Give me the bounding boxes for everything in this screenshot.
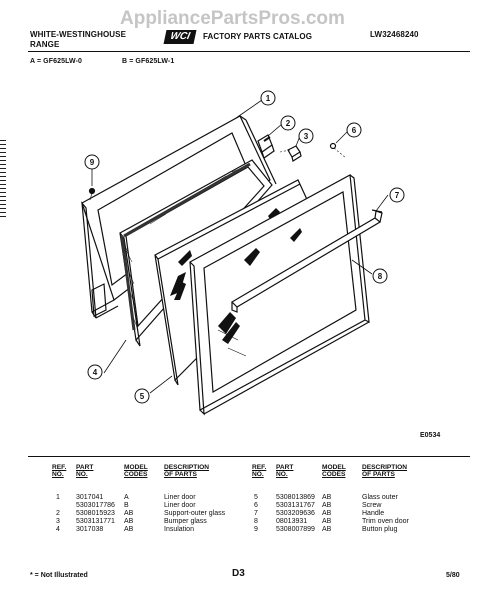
header-codes-left: MODEL CODES: [124, 464, 148, 479]
product-type: RANGE: [30, 40, 60, 49]
svg-text:8: 8: [378, 272, 383, 281]
leader-lines: [91, 99, 389, 394]
svg-text:7: 7: [395, 191, 400, 200]
model-b-label: B = GF625LW-1: [122, 58, 175, 65]
callout-4: 4: [87, 364, 103, 380]
callout-1: 1: [260, 90, 276, 106]
header-desc-left: DESCRIPTION OF PARTS: [164, 464, 210, 479]
header-part-right: PART NO.: [276, 464, 294, 479]
document-number: LW32468240: [370, 30, 419, 39]
watermark-text: AppliancePartsPros.com: [120, 8, 345, 29]
callout-7: 7: [389, 187, 405, 203]
callout-6: 6: [346, 122, 362, 138]
brand-name: WHITE-WESTINGHOUSE: [30, 30, 127, 39]
model-a-label: A = GF625LW-0: [30, 58, 83, 65]
revision-date: 5/80: [446, 572, 460, 579]
svg-text:2: 2: [286, 119, 291, 128]
footnote: * = Not Illustrated: [30, 572, 88, 579]
header-codes-right: MODEL CODES: [322, 464, 346, 479]
trim-door-part: [189, 174, 370, 416]
svg-text:3: 3: [304, 132, 309, 141]
header-ref-left: REF. NO.: [52, 464, 67, 479]
scan-edge-marks: [0, 140, 6, 220]
page-number: D3: [232, 568, 245, 579]
table-top-rule: [28, 456, 470, 457]
header-rule: [28, 51, 470, 52]
header-ref-right: REF. NO.: [252, 464, 267, 479]
handle-part: [231, 209, 383, 313]
screw-part: [329, 142, 347, 159]
diagram-code: E0534: [420, 432, 441, 439]
exploded-door-diagram: 1 2 3 4 5 6 7 8 9: [81, 90, 405, 416]
support-outer-glass-part: [257, 134, 275, 159]
svg-text:9: 9: [90, 158, 95, 167]
svg-text:4: 4: [93, 368, 98, 377]
callout-5: 5: [134, 388, 150, 404]
button-plug-part: [88, 187, 96, 201]
callout-8: 8: [372, 268, 388, 284]
callout-2: 2: [280, 115, 296, 131]
svg-text:6: 6: [352, 126, 357, 135]
svg-text:1: 1: [266, 94, 271, 103]
bumper-glass-part: [279, 145, 302, 162]
catalog-title: FACTORY PARTS CATALOG: [203, 32, 313, 41]
header-part-left: PART NO.: [76, 464, 94, 479]
svg-text:5: 5: [140, 392, 145, 401]
header-desc-right: DESCRIPTION OF PARTS: [362, 464, 408, 479]
callout-9: 9: [84, 154, 100, 170]
callout-3: 3: [298, 128, 314, 144]
